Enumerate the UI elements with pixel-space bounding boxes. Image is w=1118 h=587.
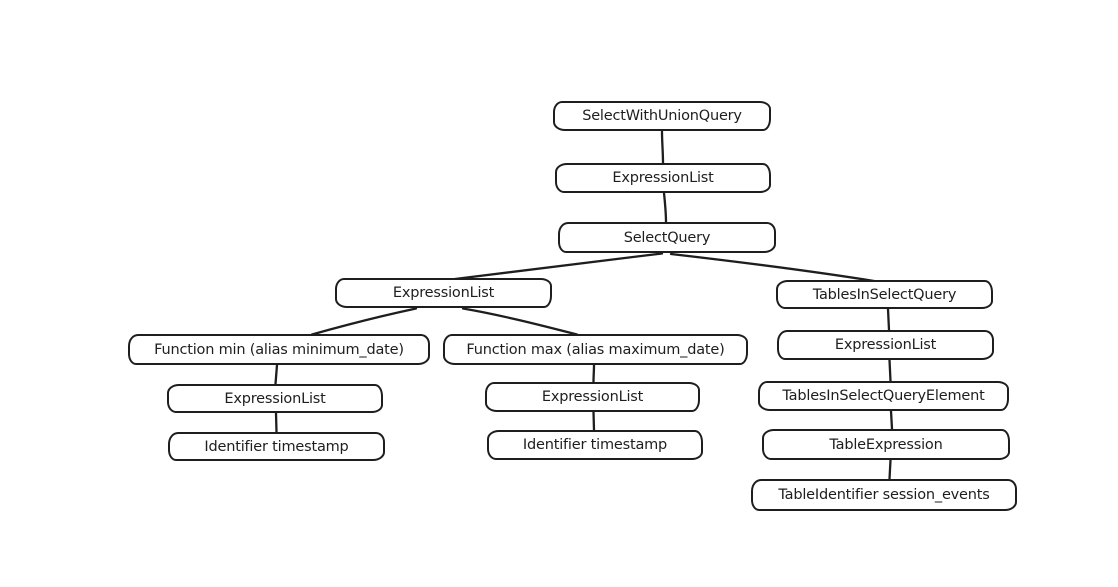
node-table-expression[interactable]: TableExpression [762, 429, 1010, 460]
tree-edge [592, 363, 596, 384]
node-label: SelectQuery [623, 229, 711, 246]
tree-edge [449, 252, 664, 281]
node-label: Identifier timestamp [522, 437, 668, 453]
tree-edge [310, 307, 418, 336]
node-label: Function max (alias maximum_date) [466, 341, 725, 358]
node-label: SelectWithUnionQuery [582, 108, 742, 124]
node-tables-in-select-query-element[interactable]: TablesInSelectQueryElement [758, 381, 1009, 411]
tree-edge [660, 130, 665, 165]
tree-edge [889, 409, 894, 431]
node-label: Identifier timestamp [204, 438, 349, 455]
node-label: Function min (alias minimum_date) [154, 341, 404, 358]
node-table-identifier[interactable]: TableIdentifier session_events [751, 479, 1017, 511]
node-label: TableExpression [829, 436, 943, 453]
node-expression-list-max[interactable]: ExpressionList [485, 382, 700, 412]
node-identifier-timestamp-max[interactable]: Identifier timestamp [487, 430, 703, 460]
node-label: ExpressionList [224, 390, 326, 407]
tree-edge [669, 252, 879, 283]
tree-edge [274, 363, 279, 386]
node-label: TableIdentifier session_events [778, 487, 990, 503]
tree-edge [888, 358, 892, 383]
node-expression-list-min[interactable]: ExpressionList [167, 384, 383, 413]
node-label: TablesInSelectQuery [812, 286, 957, 303]
node-label: ExpressionList [612, 170, 714, 186]
node-label: TablesInSelectQueryElement [782, 388, 985, 404]
tree-edge [886, 307, 891, 332]
node-label: ExpressionList [834, 337, 937, 353]
node-select-query[interactable]: SelectQuery [558, 222, 776, 253]
node-tables-in-select-query[interactable]: TablesInSelectQuery [776, 280, 993, 309]
tree-edge [274, 411, 278, 434]
node-label: ExpressionList [541, 389, 644, 405]
node-expression-list-select[interactable]: ExpressionList [335, 278, 552, 308]
node-expression-list-root[interactable]: ExpressionList [555, 163, 771, 193]
node-label: ExpressionList [392, 285, 495, 301]
node-function-max[interactable]: Function max (alias maximum_date) [443, 334, 748, 365]
tree-edge [662, 191, 668, 224]
tree-edge [888, 458, 892, 481]
node-expression-list-tables[interactable]: ExpressionList [777, 330, 994, 360]
tree-edge [592, 410, 596, 432]
node-select-with-union-query[interactable]: SelectWithUnionQuery [553, 101, 771, 131]
tree-edge [461, 307, 579, 336]
node-identifier-timestamp-min[interactable]: Identifier timestamp [168, 432, 385, 461]
node-function-min[interactable]: Function min (alias minimum_date) [128, 334, 430, 365]
